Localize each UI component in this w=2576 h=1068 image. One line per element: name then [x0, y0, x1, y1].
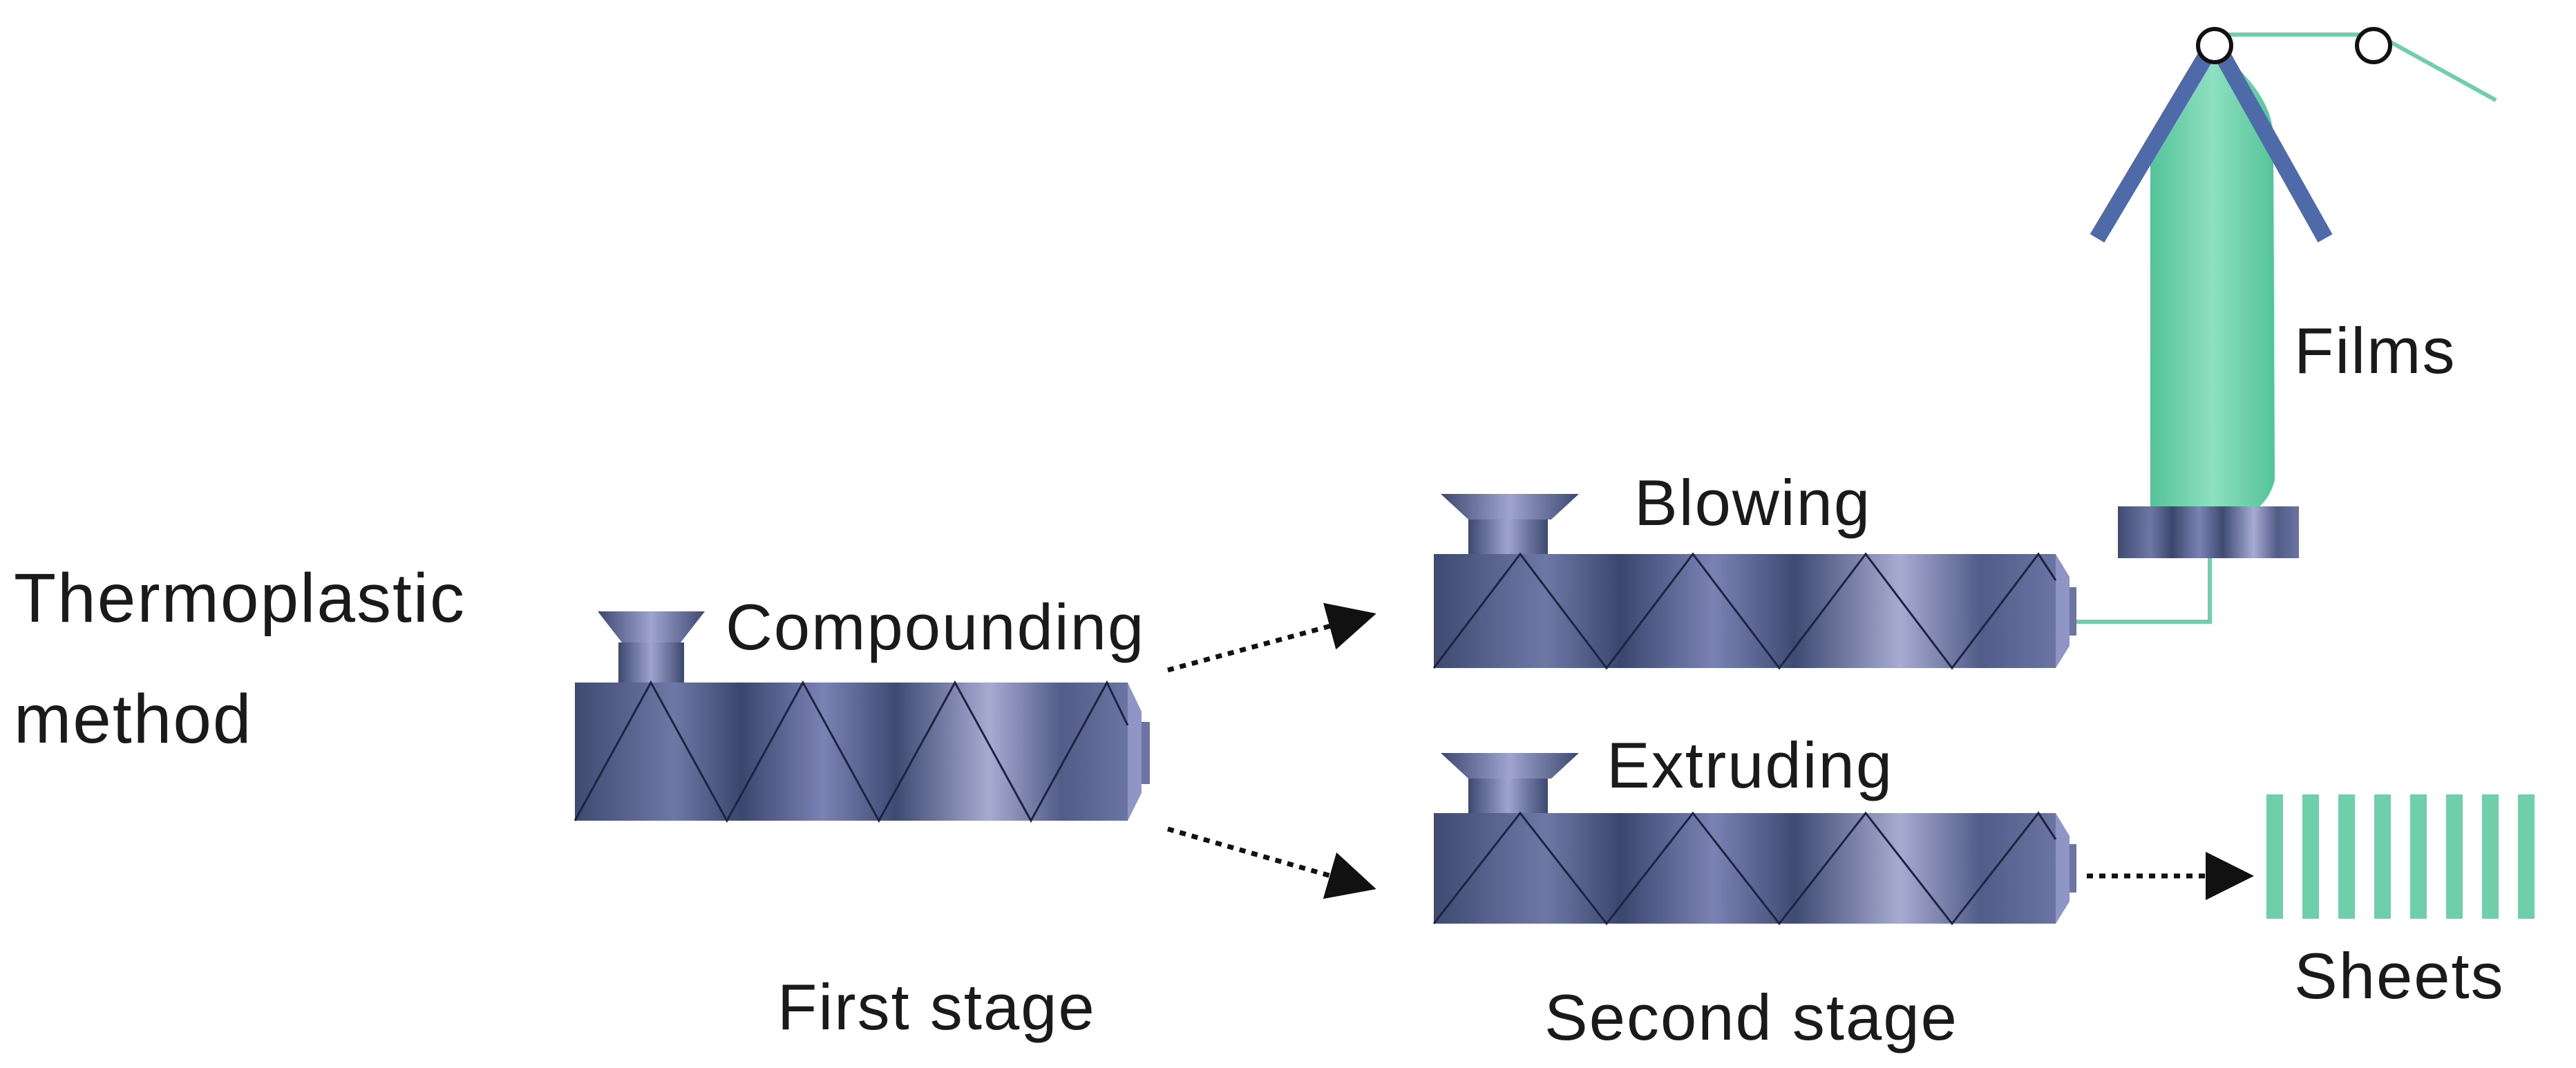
blowing-barrel [1434, 554, 2056, 668]
arrow-to-blowing [1167, 602, 1376, 673]
extruding-extruder [1432, 753, 2076, 926]
method-label-line2: method [14, 680, 253, 758]
sheet [2338, 794, 2355, 919]
compounding-label: Compounding [726, 591, 1145, 663]
compounding-screw [574, 680, 1129, 823]
blowing-screw [1432, 552, 2057, 670]
sheet [2446, 794, 2463, 919]
collapsing-frame-right [2207, 37, 2333, 242]
collapsing-frame-left [2090, 37, 2222, 243]
extruding-screw [1432, 811, 2057, 926]
sheets-label: Sheets [2294, 940, 2505, 1012]
extruding-hopper [1441, 753, 1579, 813]
sheets-stack [2266, 794, 2535, 919]
sheet [2518, 794, 2535, 919]
melt-line-films [2076, 558, 2212, 624]
blowing-label: Blowing [1634, 466, 1871, 539]
compounding-hopper [598, 611, 705, 683]
sheet [2482, 794, 2499, 919]
sheet [2302, 794, 2319, 919]
extruding-label: Extruding [1607, 729, 1893, 801]
blowing-extruder [1432, 494, 2076, 670]
film-blowing-tower [2076, 27, 2497, 624]
extruding-nozzle [2056, 813, 2070, 924]
sheet [2410, 794, 2427, 919]
film-die [2118, 506, 2299, 558]
arrow-to-extruding [1167, 826, 1376, 899]
compounding-barrel [575, 683, 1128, 821]
compounding-extruder [574, 611, 1150, 823]
blowing-nozzle [2056, 554, 2070, 668]
film-bubble [2150, 55, 2275, 506]
compounding-nozzle [1128, 683, 1142, 821]
nip-roller [2196, 27, 2233, 64]
second-stage-label: Second stage [1544, 981, 1958, 1053]
blowing-hopper [1441, 494, 1579, 554]
extruding-barrel [1434, 813, 2056, 924]
sheet [2374, 794, 2391, 919]
films-label: Films [2294, 314, 2456, 387]
method-label-line1: Thermoplastic [14, 560, 466, 637]
first-stage-label: First stage [777, 971, 1096, 1043]
guide-roller [2355, 27, 2392, 64]
sheet [2266, 794, 2283, 919]
